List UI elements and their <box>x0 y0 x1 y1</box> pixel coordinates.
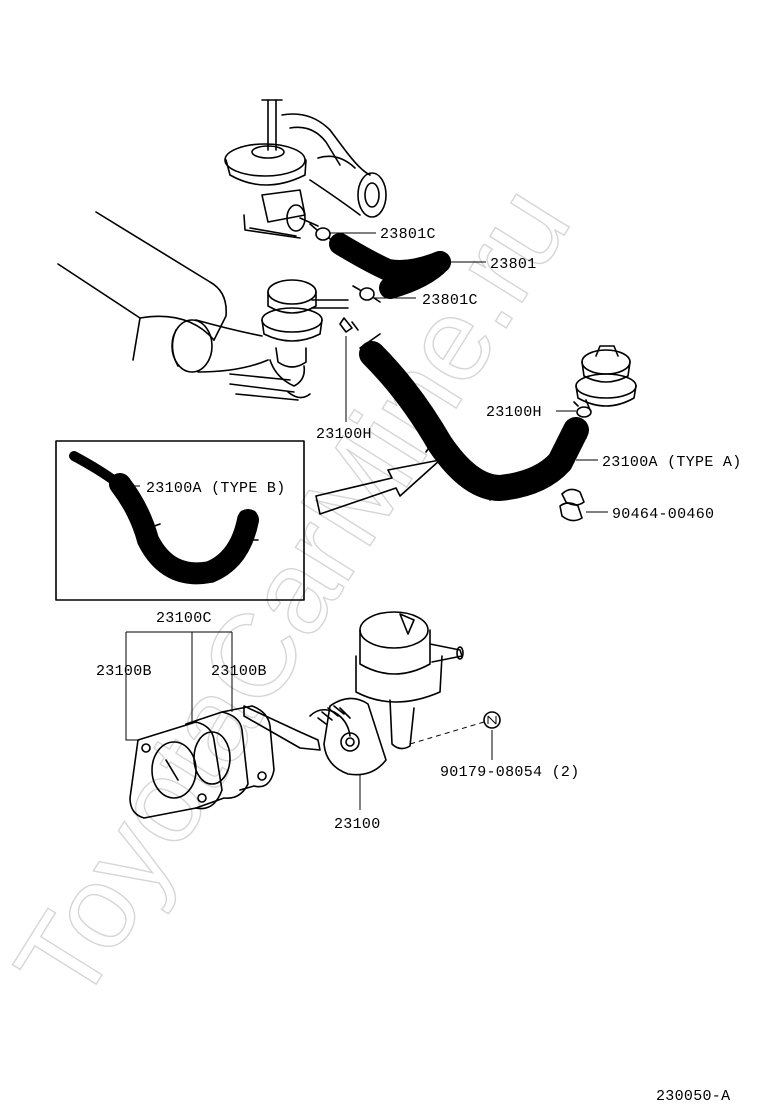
intake-manifold <box>57 211 269 373</box>
clip-90464 <box>559 488 585 522</box>
vacuum-hose <box>329 233 451 299</box>
leader-lines <box>118 232 608 810</box>
label-clamp-lower: 23801C <box>422 292 478 309</box>
inset-type-b <box>55 440 305 601</box>
callout-labels: 23801C 23801 23801C 23100H 23100H 23100A… <box>96 226 742 1105</box>
label-fuel-pump: 23100 <box>334 816 381 833</box>
carburetor-assembly <box>224 99 387 239</box>
label-vacuum-hose: 23801 <box>490 256 537 273</box>
arrow-to-type-a <box>315 459 441 515</box>
fuel-hose-type-a <box>359 333 589 501</box>
diagram-code: 230050-A <box>656 1088 730 1105</box>
label-hose-clip-right: 23100H <box>486 404 542 421</box>
label-hose-clip-left: 23100H <box>316 426 372 443</box>
label-insulator-set: 23100C <box>156 610 212 627</box>
hose-clip-left <box>339 317 359 333</box>
nut-90179 <box>409 711 501 745</box>
label-gasket-left: 23100B <box>96 663 152 680</box>
label-fuel-hose-type-a: 23100A (TYPE A) <box>602 454 742 471</box>
label-gasket-right: 23100B <box>211 663 267 680</box>
fuel-pump <box>243 611 464 776</box>
watermark-text: ToyotaCarMine.ru <box>0 164 596 1024</box>
gasket-set <box>129 705 275 819</box>
label-clamp-top: 23801C <box>380 226 436 243</box>
vacuum-valve-left <box>229 279 349 401</box>
hose-clip-right <box>573 401 592 418</box>
label-clip: 90464-00460 <box>612 506 714 523</box>
hose-clamp-lower <box>352 285 381 303</box>
vacuum-valve-right <box>575 345 637 411</box>
label-fuel-hose-type-b: 23100A (TYPE B) <box>146 480 286 497</box>
label-nut: 90179-08054 (2) <box>440 764 580 781</box>
